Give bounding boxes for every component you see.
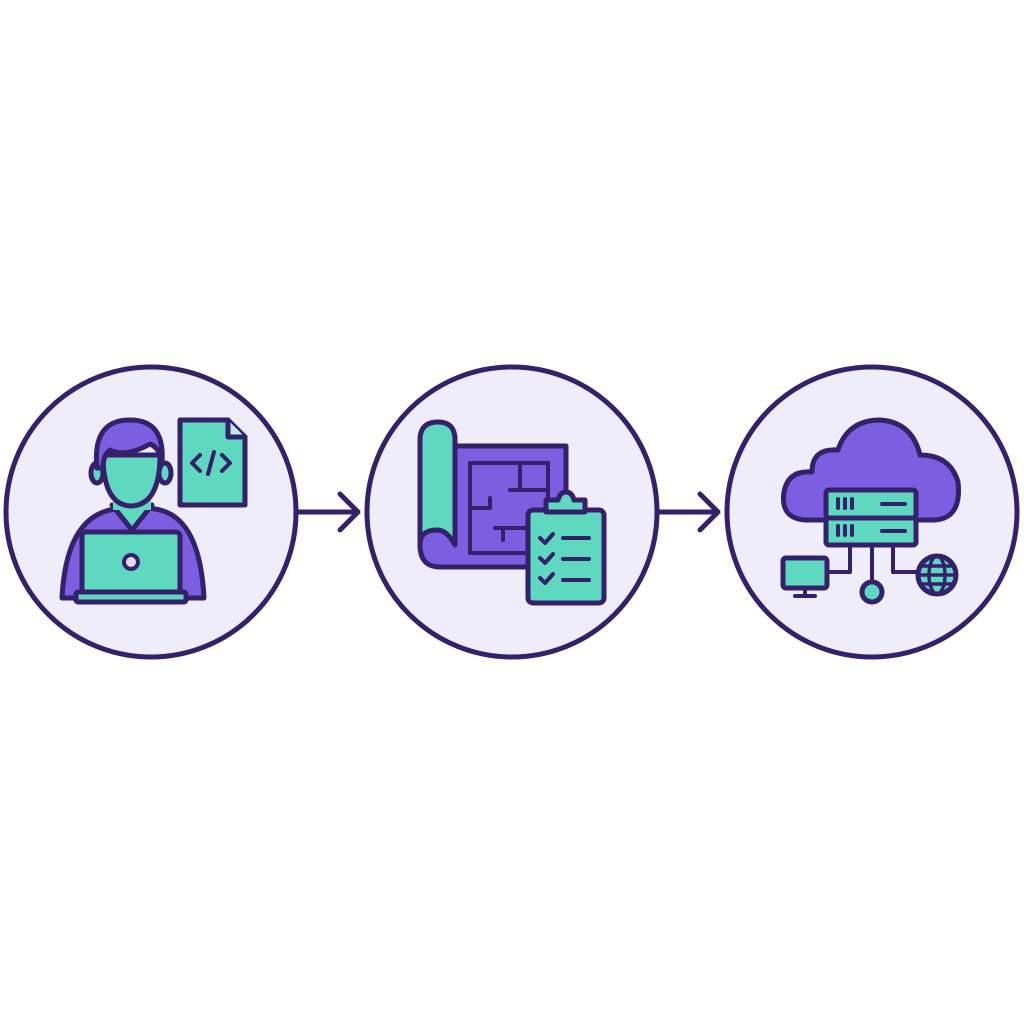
server-icon bbox=[823, 487, 919, 584]
code-file-icon bbox=[177, 417, 248, 508]
checklist-clipboard-icon bbox=[525, 489, 607, 606]
step-1-developer bbox=[3, 364, 299, 660]
arrow-2 bbox=[657, 491, 721, 533]
developer-icon bbox=[59, 417, 207, 605]
step-2-planning bbox=[364, 364, 660, 660]
step-3-deployment bbox=[724, 364, 1020, 660]
monitor-icon bbox=[780, 555, 830, 598]
globe-icon bbox=[915, 553, 959, 597]
network-node-icon bbox=[859, 579, 885, 605]
arrow-1 bbox=[295, 491, 361, 533]
